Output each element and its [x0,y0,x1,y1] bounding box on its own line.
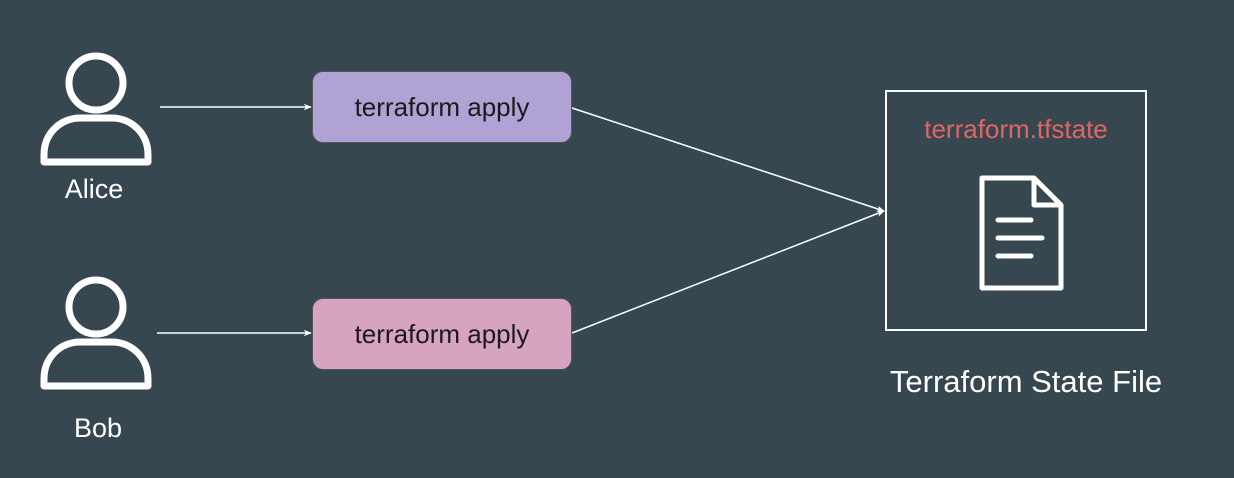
state-file-caption: Terraform State File [889,364,1163,399]
arrow-apply1-to-state [571,107,885,212]
state-filename: terraform.tfstate [924,114,1108,144]
terraform-apply-box-alice: terraform apply [312,71,572,143]
terraform-apply-box-bob: terraform apply [312,298,572,370]
arrow-apply2-to-state [571,210,885,334]
alice-user-icon [40,52,152,166]
bob-label: Bob [73,413,123,443]
state-file-box [885,90,1147,331]
bob-user-icon [40,276,152,390]
alice-label: Alice [64,174,124,204]
document-icon [976,175,1066,298]
